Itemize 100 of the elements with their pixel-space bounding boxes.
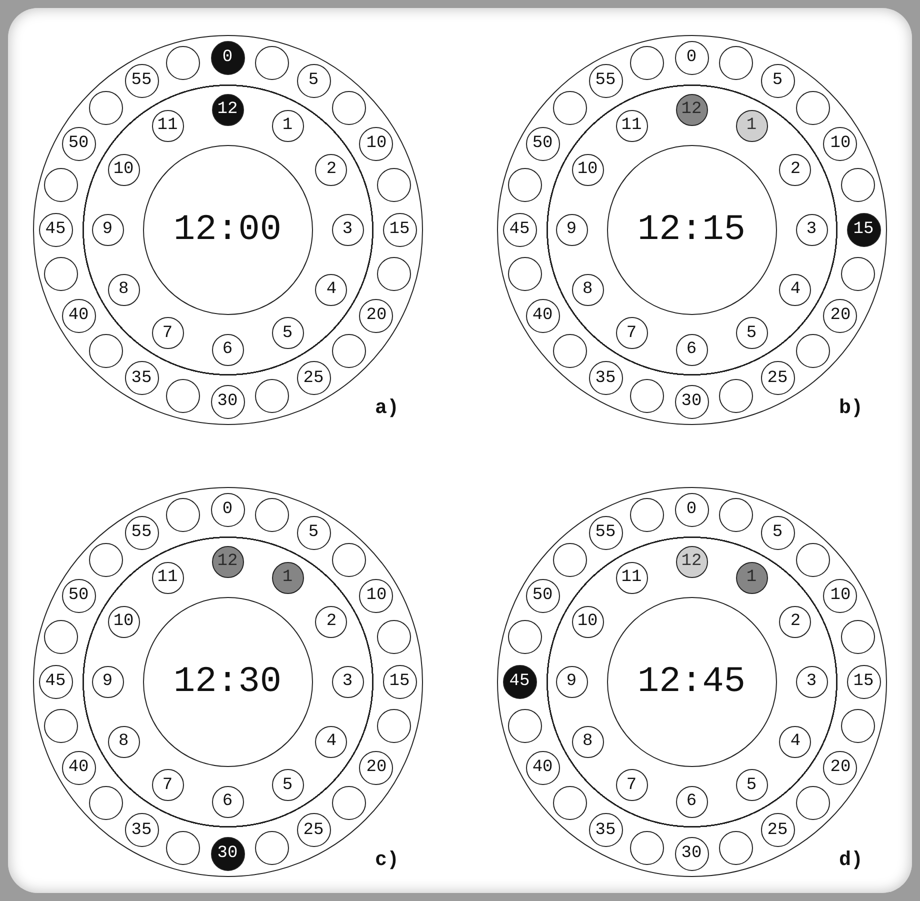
hour-marker: 8	[108, 726, 140, 758]
minute-marker	[44, 257, 78, 292]
hour-marker: 6	[676, 786, 708, 818]
panel-label: a)	[375, 397, 400, 420]
hour-marker: 2	[779, 606, 812, 638]
hour-marker: 12	[212, 546, 244, 578]
minute-marker	[166, 46, 200, 80]
minute-marker: 0	[674, 40, 708, 74]
minute-marker	[840, 168, 875, 202]
minute-marker	[840, 257, 875, 292]
hour-marker: 12	[676, 94, 708, 126]
minute-marker: 55	[124, 64, 158, 98]
hour-marker: 8	[572, 274, 604, 306]
minute-marker	[88, 542, 123, 577]
minute-marker	[552, 90, 587, 125]
hour-marker: 12	[212, 94, 244, 126]
minute-marker: 50	[526, 126, 560, 160]
minute-marker	[719, 830, 754, 865]
minute-marker: 5	[296, 64, 330, 98]
hour-marker: 10	[572, 606, 604, 638]
minute-marker: 0	[210, 492, 244, 526]
minute-marker: 50	[62, 578, 96, 612]
hour-marker: 3	[332, 666, 364, 698]
minute-marker: 55	[588, 516, 622, 550]
minute-marker	[332, 786, 366, 820]
minute-marker	[796, 90, 830, 125]
minute-marker: 40	[526, 750, 560, 784]
minute-marker: 40	[62, 750, 96, 784]
minute-marker	[508, 620, 542, 654]
minute-marker	[332, 542, 366, 577]
minute-marker	[255, 830, 290, 865]
minute-marker	[255, 378, 290, 413]
minute-marker: 40	[62, 298, 96, 332]
minute-marker: 15	[382, 664, 416, 698]
minute-marker	[376, 168, 411, 202]
minute-marker: 20	[823, 298, 858, 332]
hour-marker: 11	[152, 562, 184, 594]
minute-marker	[255, 498, 290, 532]
minute-marker	[166, 378, 200, 413]
minute-marker	[44, 168, 78, 202]
minute-marker: 25	[760, 813, 794, 848]
hour-marker: 1	[272, 110, 304, 142]
minute-marker: 20	[823, 750, 858, 784]
minute-marker	[166, 498, 200, 532]
minute-marker	[630, 498, 664, 532]
minute-marker	[44, 709, 78, 744]
minute-marker	[376, 257, 411, 292]
minute-marker	[88, 786, 123, 820]
hour-marker: 8	[572, 726, 604, 758]
minute-marker	[376, 620, 411, 654]
hour-marker: 8	[108, 274, 140, 306]
minute-marker	[44, 620, 78, 654]
minute-marker	[88, 90, 123, 125]
hour-marker: 6	[212, 786, 244, 818]
minute-marker	[719, 378, 754, 413]
minute-marker	[796, 786, 830, 820]
minute-marker	[332, 334, 366, 368]
minute-marker	[508, 168, 542, 202]
time-display: 12:30	[142, 596, 312, 766]
hour-marker: 2	[315, 606, 348, 638]
hour-marker: 7	[616, 317, 648, 350]
time-display: 12:15	[606, 144, 776, 314]
minute-marker: 0	[674, 492, 708, 526]
minute-marker: 45	[502, 212, 536, 246]
hour-marker: 4	[779, 726, 812, 758]
hour-marker: 2	[779, 154, 812, 186]
minute-marker: 5	[760, 516, 794, 550]
hour-marker: 1	[736, 110, 768, 142]
minute-marker: 10	[359, 126, 394, 160]
minute-marker: 45	[38, 664, 72, 698]
minute-marker: 35	[124, 361, 158, 396]
minute-marker: 15	[846, 212, 880, 246]
hour-marker: 10	[108, 606, 140, 638]
minute-marker: 50	[62, 126, 96, 160]
hour-marker: 10	[108, 154, 140, 186]
minute-marker: 45	[502, 664, 536, 698]
minute-marker: 10	[359, 578, 394, 612]
minute-marker: 0	[210, 40, 244, 74]
minute-marker: 25	[760, 361, 794, 396]
minute-marker	[719, 46, 754, 80]
minute-marker: 35	[124, 813, 158, 848]
minute-marker	[840, 709, 875, 744]
minute-marker: 15	[382, 212, 416, 246]
minute-marker	[552, 786, 587, 820]
hour-marker: 5	[736, 317, 768, 350]
hour-marker: 3	[332, 214, 364, 246]
hour-marker: 9	[556, 666, 588, 698]
minute-marker: 50	[526, 578, 560, 612]
minute-marker: 10	[823, 126, 858, 160]
hour-marker: 7	[616, 769, 648, 802]
hour-marker: 4	[315, 274, 348, 306]
minute-marker: 10	[823, 578, 858, 612]
minute-marker	[630, 378, 664, 413]
minute-marker: 25	[296, 813, 330, 848]
panel-label: b)	[839, 397, 864, 420]
minute-marker: 20	[359, 298, 394, 332]
minute-marker	[88, 334, 123, 368]
hour-marker: 3	[796, 666, 828, 698]
minute-marker: 55	[124, 516, 158, 550]
minute-marker	[630, 46, 664, 80]
